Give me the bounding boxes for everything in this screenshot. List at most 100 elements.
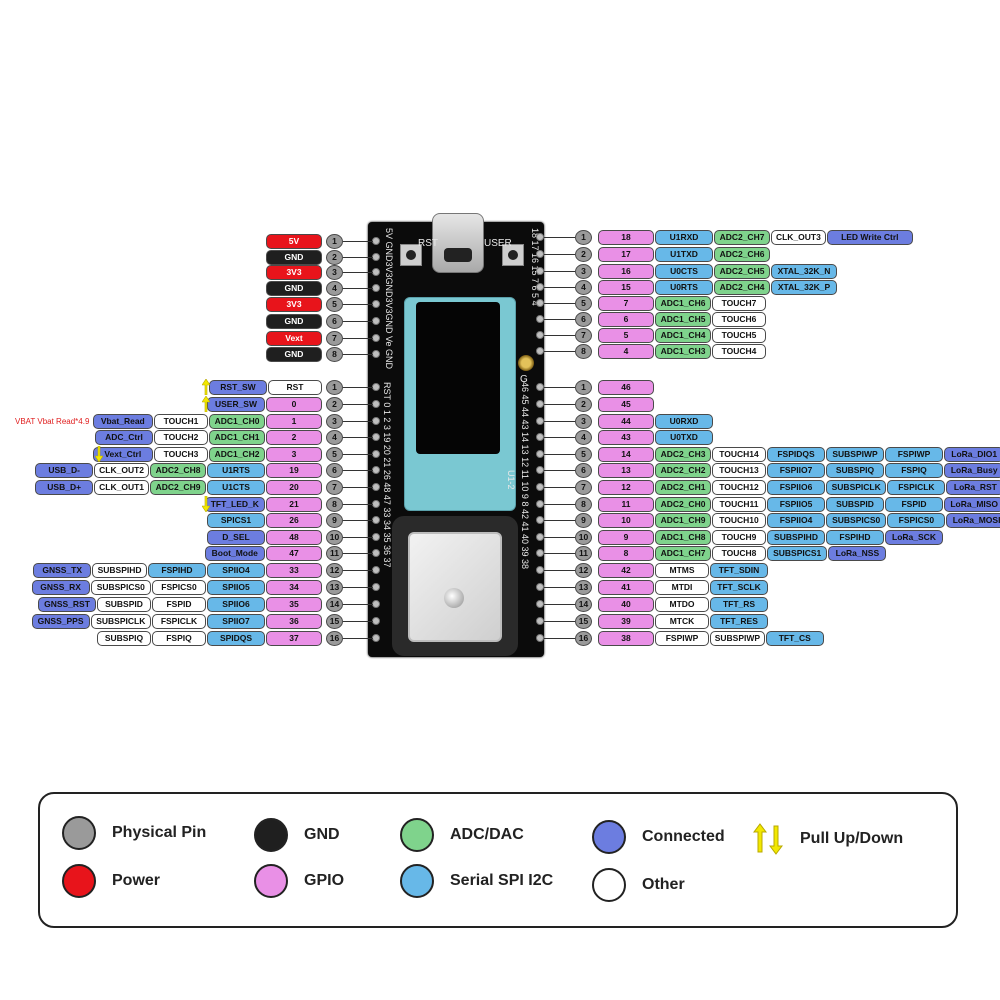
pin-pad: [372, 500, 380, 508]
pin-connector-line: [343, 421, 373, 422]
pin-label-gpio: 47: [266, 546, 322, 561]
pin-label-serial: SUBSPIWP: [826, 447, 884, 462]
pin-label-gpio: 9: [598, 530, 654, 545]
pin-label-other: TOUCH2: [154, 430, 208, 445]
usb-c-port: [444, 248, 472, 262]
pin-connector-line: [544, 621, 575, 622]
pin-pad: [372, 566, 380, 574]
pin-label-gpio: 36: [266, 614, 322, 629]
pin-label-serial: XTAL_32K_N: [771, 264, 837, 279]
pin-pad: [536, 267, 544, 275]
pin-label-adc: ADC1_CH2: [209, 447, 265, 462]
pin-label-gpio: 48: [266, 530, 322, 545]
pin-pad: [536, 299, 544, 307]
rst-button-icon[interactable]: [400, 244, 422, 266]
pin-label-gpio: 0: [266, 397, 322, 412]
legend-label-pullup: Pull Up/Down: [800, 830, 904, 847]
pin-label-other: TOUCH1: [154, 414, 208, 429]
pin-label-adc: ADC2_CH7: [714, 230, 770, 245]
pin-label-gpio: 15: [598, 280, 654, 295]
pin-connector-line: [544, 287, 575, 288]
pin-label-serial: SUBSPIQ: [826, 463, 884, 478]
pin-pad: [536, 417, 544, 425]
pin-connector-line: [343, 387, 373, 388]
gnss-patch-antenna: [408, 532, 502, 642]
pin-label-serial: SUBSPIHD: [767, 530, 825, 545]
pin-label-gpio: 7: [598, 296, 654, 311]
legend-swatch-gnd: [254, 818, 288, 852]
physical-pin: 1: [326, 234, 343, 249]
pin-label-connected: Vext_Ctrl: [92, 447, 153, 462]
pin-connector-line: [544, 421, 575, 422]
legend-swatch-gpio: [254, 864, 288, 898]
pin-label-serial: SUBSPICLK: [826, 480, 887, 495]
pin-label-serial: U0TXD: [655, 430, 713, 445]
pin-pad: [372, 466, 380, 474]
pin-connector-line: [544, 570, 575, 571]
pin-connector-line: [544, 638, 575, 639]
pin-label-other: SUBSPIQ: [97, 631, 151, 646]
legend-label-physical: Physical Pin: [112, 824, 207, 841]
pin-label-serial: FSPIQ: [885, 463, 943, 478]
pin-label-connected: LoRa_MISO: [944, 497, 1000, 512]
pin-label-serial: SPIDQS: [207, 631, 265, 646]
pin-connector-line: [343, 454, 373, 455]
pin-label-connected: D_SEL: [207, 530, 265, 545]
pin-label-gnd: GND: [266, 314, 322, 329]
silk-g-mark: G: [520, 374, 528, 385]
pin-label-adc: ADC2_CH5: [714, 264, 770, 279]
pin-label-gpio: 34: [266, 580, 322, 595]
physical-pin: 11: [575, 546, 592, 561]
pin-label-other: TOUCH4: [712, 344, 766, 359]
pin-label-other: TOUCH5: [712, 328, 766, 343]
pin-pad: [372, 350, 380, 358]
pin-pad: [536, 549, 544, 557]
pin-connector-line: [544, 504, 575, 505]
physical-pin: 8: [326, 347, 343, 362]
pin-pad: [372, 516, 380, 524]
pin-label-gpio: 17: [598, 247, 654, 262]
silk-user: USER: [484, 238, 512, 249]
physical-pin: 10: [575, 530, 592, 545]
pin-label-connected: GNSS_RST: [38, 597, 96, 612]
physical-pin: 1: [575, 380, 592, 395]
pin-pad: [372, 300, 380, 308]
pull-up-arrow-icon: [202, 379, 210, 395]
pin-pad: [372, 583, 380, 591]
pin-label-adc: ADC1_CH8: [655, 530, 711, 545]
pin-pad: [536, 533, 544, 541]
legend-item-adc: ADC/DAC: [400, 818, 524, 852]
pin-label-other: FSPICS0: [152, 580, 206, 595]
pin-label-adc: ADC2_CH2: [655, 463, 711, 478]
pin-connector-line: [343, 537, 373, 538]
pin-label-connected: USB_D-: [35, 463, 94, 478]
pin-label-connected: LoRa_SCK: [885, 530, 943, 545]
physical-pin: 2: [326, 397, 343, 412]
pin-label-adc: ADC1_CH7: [655, 546, 711, 561]
pin-pad: [536, 250, 544, 258]
pin-connector-line: [544, 335, 575, 336]
pin-label-gnd: GND: [266, 250, 322, 265]
pin-label-connected: LoRa_Busy: [944, 463, 1000, 478]
pull-down-arrow-icon: [202, 496, 210, 512]
legend: Physical Pin Power GND GPIO ADC/DAC Seri…: [38, 792, 958, 928]
legend-item-gnd: GND: [254, 818, 340, 852]
pin-label-serial: U0CTS: [655, 264, 713, 279]
pin-connector-line: [343, 553, 373, 554]
pin-label-serial: U0RTS: [655, 280, 713, 295]
pin-connector-line: [544, 537, 575, 538]
pin-label-gpio: 35: [266, 597, 322, 612]
pin-label-serial: SPIIO5: [207, 580, 265, 595]
pin-label-connected: Vbat_Read: [92, 414, 153, 429]
pin-label-serial: TFT_RES: [710, 614, 768, 629]
pin-label-serial: FSPIIO5: [767, 497, 825, 512]
pin-label-gpio: 38: [598, 631, 654, 646]
user-button-icon[interactable]: [502, 244, 524, 266]
pin-pad: [372, 237, 380, 245]
pin-pad: [536, 583, 544, 591]
pin-connector-line: [343, 288, 373, 289]
pin-label-adc: ADC2_CH1: [655, 480, 711, 495]
pin-pad: [536, 634, 544, 642]
physical-pin: 6: [326, 314, 343, 329]
pin-label-serial: FSPICS0: [887, 513, 946, 528]
